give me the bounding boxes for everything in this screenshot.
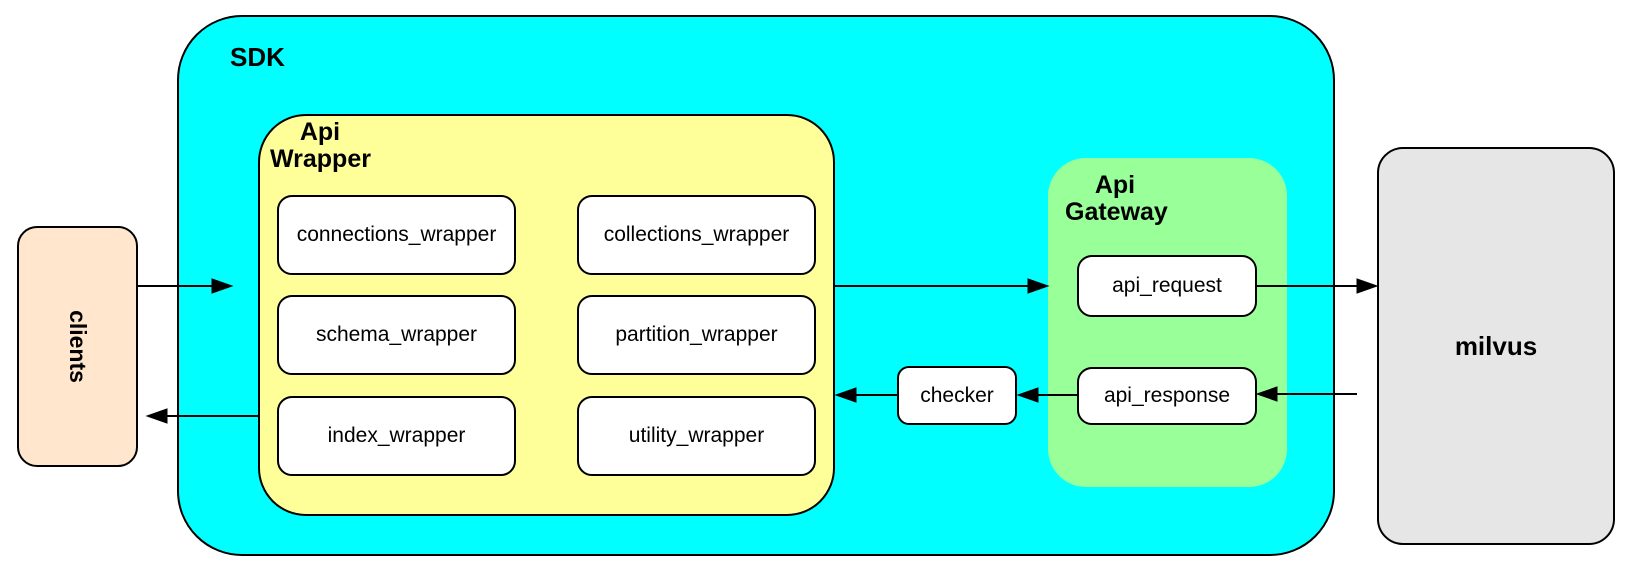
module-connections-wrapper: connections_wrapper	[277, 195, 516, 275]
api-request-box: api_request	[1077, 255, 1257, 317]
module-index-wrapper: index_wrapper	[277, 396, 516, 476]
module-collections-wrapper: collections_wrapper	[577, 195, 816, 275]
module-partition-wrapper: partition_wrapper	[577, 295, 816, 375]
api-wrapper-label-line1: Api	[299, 118, 341, 146]
api-gateway-container	[1048, 158, 1287, 487]
milvus-box: milvus	[1377, 147, 1615, 545]
milvus-label: milvus	[1454, 330, 1538, 361]
api-wrapper-label: Api Wrapper	[270, 118, 371, 173]
clients-box: clients	[17, 226, 138, 467]
checker-box: checker	[897, 366, 1017, 425]
api-response-box: api_response	[1077, 367, 1257, 425]
api-gateway-label-line2: Gateway	[1065, 198, 1168, 226]
clients-label: clients	[65, 310, 91, 383]
api-gateway-label: Api Gateway	[1065, 171, 1168, 226]
api-gateway-label-line1: Api	[1094, 171, 1136, 199]
api-wrapper-label-line2: Wrapper	[270, 145, 371, 173]
module-utility-wrapper: utility_wrapper	[577, 396, 816, 476]
sdk-label: SDK	[230, 42, 285, 72]
module-schema-wrapper: schema_wrapper	[277, 295, 516, 375]
